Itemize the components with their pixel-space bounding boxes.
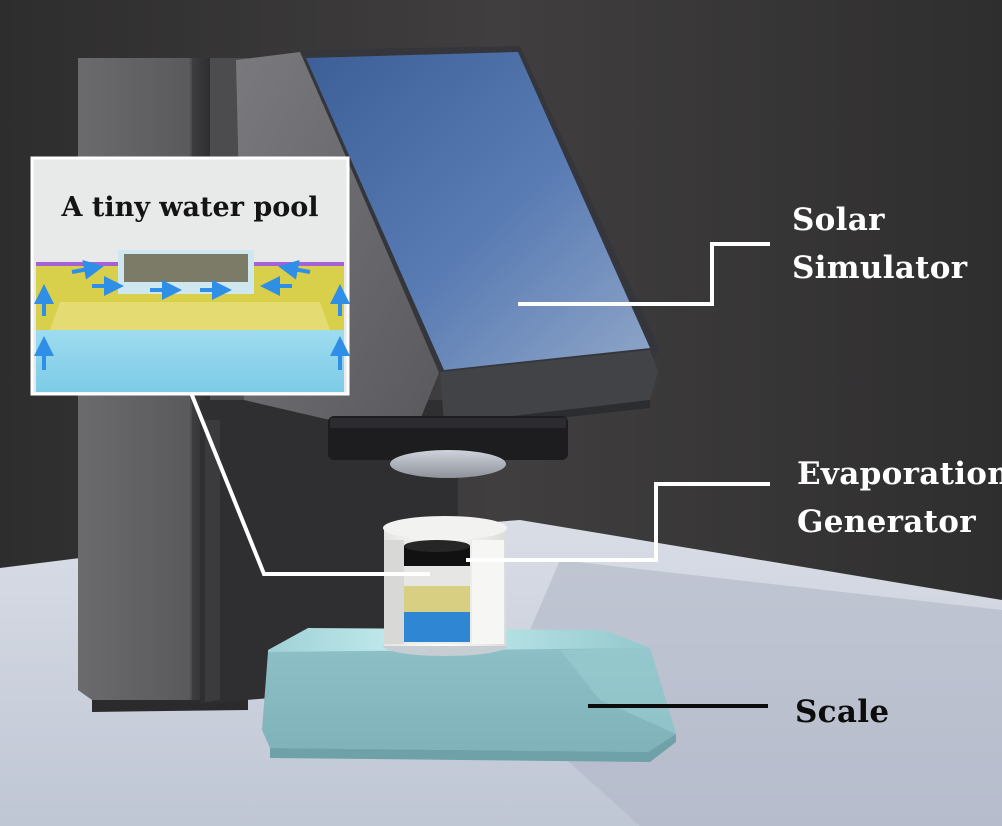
water-pool-inset xyxy=(30,156,350,396)
evaporation-cup xyxy=(383,516,507,656)
evaporation-generator-label-line-2: Generator xyxy=(797,504,976,540)
solar-simulator-label-line-1: Solar xyxy=(792,202,885,238)
solar-simulator-leader xyxy=(518,242,770,306)
water-flow-arrows xyxy=(34,259,350,370)
solar-simulator-label: Solar Simulator xyxy=(792,196,967,292)
foam-layer xyxy=(404,586,470,612)
evaporation-generator-label: Evaporation Generator xyxy=(797,450,1002,546)
scale-label: Scale xyxy=(795,694,890,730)
scale-device xyxy=(262,628,676,762)
solar-panel xyxy=(306,52,650,370)
evaporation-generator-label-line-1: Evaporation xyxy=(797,456,1002,492)
solar-simulator-label-line-2: Simulator xyxy=(792,250,968,286)
water-layer xyxy=(404,612,470,642)
lens xyxy=(390,450,506,478)
evaporation-generator-leader xyxy=(466,482,770,562)
inset-title: A tiny water pool xyxy=(61,192,319,223)
